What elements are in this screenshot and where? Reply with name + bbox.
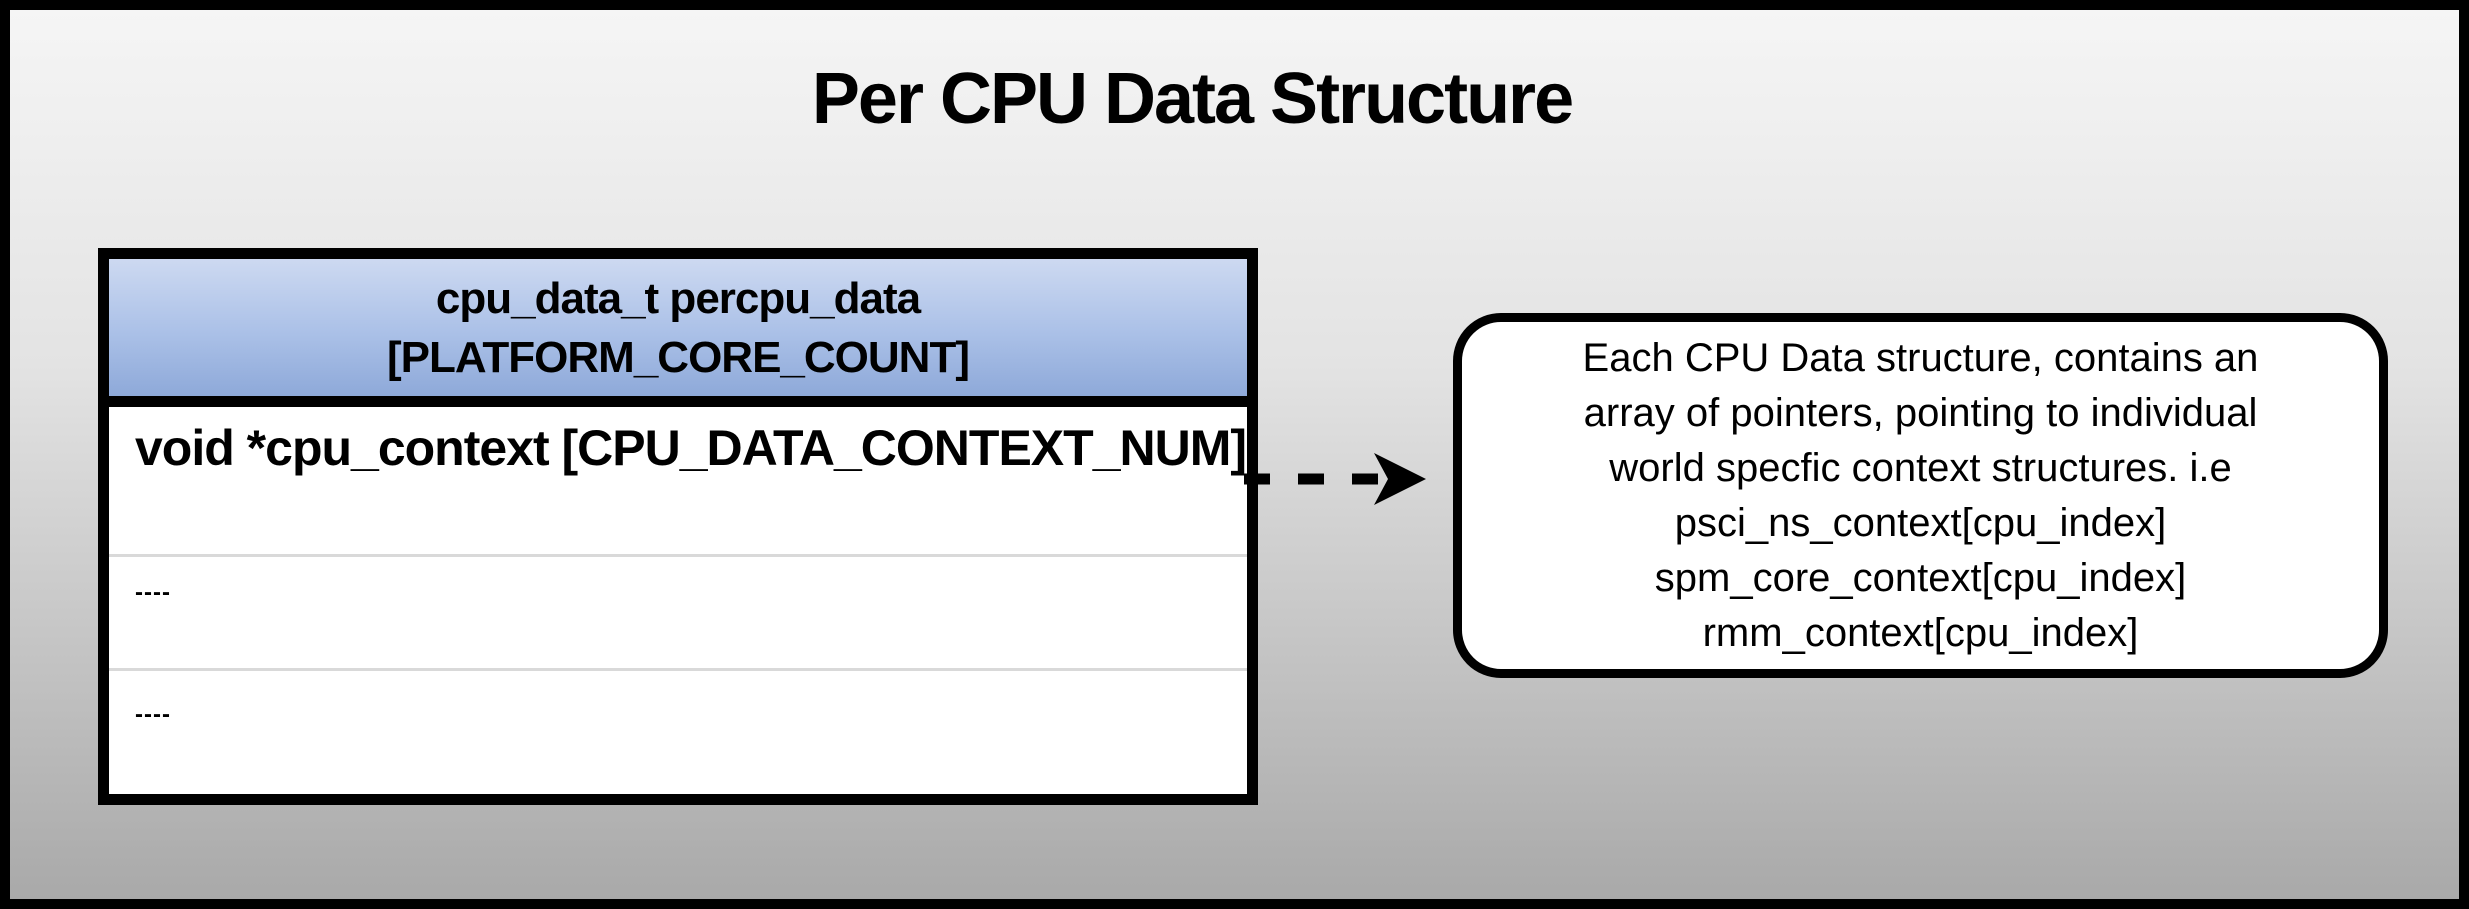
annotation-callout: Each CPU Data structure, contains an arr… <box>1453 313 2388 678</box>
annotation-line: spm_core_context[cpu_index] <box>1654 555 2187 600</box>
annotation-line: array of pointers, pointing to individua… <box>1583 390 2258 435</box>
annotation-line: psci_ns_context[cpu_index] <box>1674 500 2167 545</box>
percpu-data-struct-table: cpu_data_t percpu_data [PLATFORM_CORE_CO… <box>98 248 1258 805</box>
struct-header-line1: cpu_data_t percpu_data <box>435 273 921 323</box>
page-title: Per CPU Data Structure <box>811 59 1574 139</box>
annotation-line: Each CPU Data structure, contains an <box>1582 335 2259 380</box>
table-row-placeholder-1: ---- <box>109 557 1247 671</box>
annotation-line: rmm_context[cpu_index] <box>1702 610 2139 655</box>
table-row-cpu-context: void *cpu_context [CPU_DATA_CONTEXT_NUM] <box>109 407 1247 557</box>
struct-header-line2: [PLATFORM_CORE_COUNT] <box>387 332 970 382</box>
struct-table-header: cpu_data_t percpu_data [PLATFORM_CORE_CO… <box>109 259 1247 407</box>
annotation-line: world specfic context structures. i.e <box>1609 445 2232 490</box>
table-row-placeholder-2: ---- <box>109 671 1247 794</box>
dashed-arrow-right-icon <box>1244 453 1426 505</box>
